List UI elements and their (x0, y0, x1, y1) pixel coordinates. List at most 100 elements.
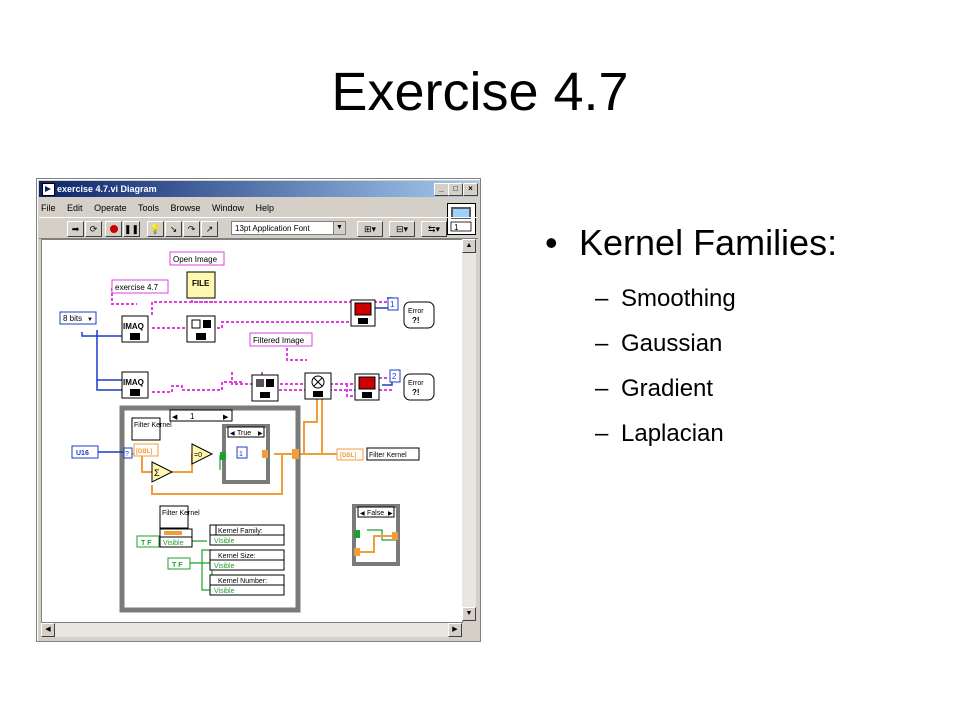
run-continuous-icon[interactable]: ⟳ (85, 221, 102, 237)
svg-text:Visible: Visible (214, 588, 235, 595)
close-button[interactable]: × (463, 183, 478, 196)
dbl-array-1[interactable] (133, 443, 159, 457)
filter-kernel-label-1[interactable] (131, 417, 161, 441)
minimize-button[interactable]: _ (434, 183, 449, 196)
svg-text:Open Image: Open Image (173, 255, 218, 264)
bits-selector[interactable] (59, 311, 97, 325)
error-handler-2[interactable] (403, 373, 435, 401)
svg-text:T F: T F (172, 562, 183, 569)
horizontal-scrollbar[interactable]: ◀ ▶ (41, 623, 462, 637)
svg-text:Filter Kernel: Filter Kernel (134, 422, 172, 429)
svg-text:T F: T F (141, 540, 152, 547)
svg-text:Filter Kernel: Filter Kernel (162, 510, 200, 517)
imaq-create-2[interactable] (121, 371, 149, 399)
vi-icon-graphic: 1 (450, 207, 472, 232)
boolean-constant-1[interactable] (136, 535, 160, 548)
step-over-icon[interactable]: ↷ (183, 221, 200, 237)
window-titlebar[interactable]: exercise 4.7.vi Diagram _ □ × (39, 181, 478, 197)
svg-text:Error: Error (408, 380, 424, 387)
align-objects-icon[interactable]: ⊞▾ (357, 221, 383, 237)
window-number-1[interactable] (387, 297, 399, 311)
case-selector-main[interactable] (169, 409, 233, 422)
svg-text:▶: ▶ (388, 511, 393, 517)
equal-zero-node[interactable] (191, 443, 214, 465)
filter-kernel-indicator[interactable] (366, 447, 420, 461)
svg-text:[DBL]: [DBL] (136, 449, 152, 455)
highlight-execution-icon[interactable]: 💡 (147, 221, 164, 237)
svg-text:◀: ◀ (360, 511, 365, 517)
svg-text:▶: ▶ (258, 431, 263, 437)
sub-item-gradient: –Gradient (595, 375, 714, 402)
step-into-icon[interactable]: ↘ (165, 221, 182, 237)
svg-text:1: 1 (190, 412, 195, 421)
sub-item-gaussian: –Gaussian (595, 330, 723, 357)
svg-text:IMAQ: IMAQ (123, 378, 144, 387)
svg-text:True: True (237, 430, 251, 437)
vi-name-label[interactable] (111, 279, 169, 294)
chevron-down-icon: ▼ (333, 222, 345, 234)
svg-text:?!: ?! (412, 316, 420, 325)
vertical-scrollbar[interactable]: ▲ ▼ (462, 239, 476, 621)
labview-diagram-window[interactable]: exercise 4.7.vi Diagram _ □ × File Edit … (36, 178, 481, 642)
vi-icon[interactable]: 1 (447, 203, 476, 235)
run-arrow-icon[interactable]: ➡ (67, 221, 84, 237)
reorder-icon[interactable]: ⇆▾ (421, 221, 447, 237)
svg-text:◀: ◀ (172, 414, 178, 421)
svg-text:2: 2 (392, 372, 397, 381)
pause-icon[interactable]: ❚❚ (123, 221, 140, 237)
bullet-list: •Kernel Families: –Smoothing –Gaussian –… (545, 222, 945, 456)
svg-text:1: 1 (239, 451, 243, 458)
sub-item-smoothing: –Smoothing (595, 285, 736, 312)
filter-kernel-label-2[interactable] (159, 505, 189, 529)
sum-node[interactable] (151, 461, 174, 483)
svg-text:exercise 4.7: exercise 4.7 (115, 283, 159, 292)
block-diagram: Open Image FILE exercise 4.7 8 bits ▼ IM… (59, 251, 435, 613)
maximize-button[interactable]: □ (448, 183, 463, 196)
menu-window[interactable]: Window (212, 203, 245, 213)
svg-text:◀: ◀ (230, 431, 235, 437)
svg-text:?!: ?! (412, 388, 420, 397)
menu-browse[interactable]: Browse (170, 203, 201, 213)
svg-text:Σ: Σ (154, 468, 160, 478)
menu-file[interactable]: File (41, 203, 56, 213)
file-dialog-icon[interactable] (186, 271, 216, 299)
svg-text:Filter Kernel: Filter Kernel (369, 452, 407, 459)
block-diagram-canvas[interactable]: Open Image FILE exercise 4.7 8 bits ▼ IM… (41, 239, 463, 623)
svg-text:Visible: Visible (214, 538, 235, 545)
open-image-label[interactable] (169, 251, 225, 266)
labview-app-icon (42, 183, 55, 196)
window-title: exercise 4.7.vi Diagram (57, 184, 157, 194)
toolbar: ➡ ⟳ ❚❚ 💡 ↘ ↷ ↗ 13pt Application Font ▼ ⊞… (39, 217, 478, 239)
svg-text:=0: =0 (194, 452, 202, 459)
constant-one[interactable] (236, 446, 248, 459)
step-out-icon[interactable]: ↗ (201, 221, 218, 237)
svg-text:?: ? (125, 451, 129, 458)
svg-text:Kernel Number:: Kernel Number: (218, 578, 267, 585)
filtered-image-label[interactable] (249, 332, 313, 347)
boolean-constant-2[interactable] (167, 557, 191, 570)
case-structure-main[interactable] (119, 405, 301, 613)
menu-bar: File Edit Operate Tools Browse Window He… (41, 201, 283, 215)
svg-text:▶: ▶ (223, 414, 229, 421)
menu-edit[interactable]: Edit (67, 203, 83, 213)
menu-tools[interactable]: Tools (137, 203, 159, 213)
svg-text:8 bits: 8 bits (63, 314, 82, 323)
svg-text:Visible: Visible (214, 563, 235, 570)
error-handler-1[interactable] (403, 301, 435, 329)
svg-text:1: 1 (390, 300, 395, 309)
svg-text:Error: Error (408, 308, 424, 315)
scroll-left-icon[interactable]: ◀ (41, 623, 55, 637)
bullet-kernel-families: •Kernel Families: (545, 222, 838, 263)
abort-icon[interactable] (105, 221, 122, 237)
dbl-array-out[interactable] (336, 448, 364, 461)
sub-list: –Smoothing –Gaussian –Gradient –Laplacia… (545, 276, 945, 456)
menu-help[interactable]: Help (255, 203, 275, 213)
scroll-up-icon[interactable]: ▲ (462, 239, 476, 253)
distribute-objects-icon[interactable]: ⊟▾ (389, 221, 415, 237)
font-selector[interactable]: 13pt Application Font ▼ (231, 221, 346, 235)
sub-item-laplacian: –Laplacian (595, 420, 724, 447)
scroll-right-icon[interactable]: ▶ (448, 623, 462, 637)
window-number-2[interactable] (389, 369, 401, 383)
menu-operate[interactable]: Operate (94, 203, 127, 213)
scroll-down-icon[interactable]: ▼ (462, 607, 476, 621)
